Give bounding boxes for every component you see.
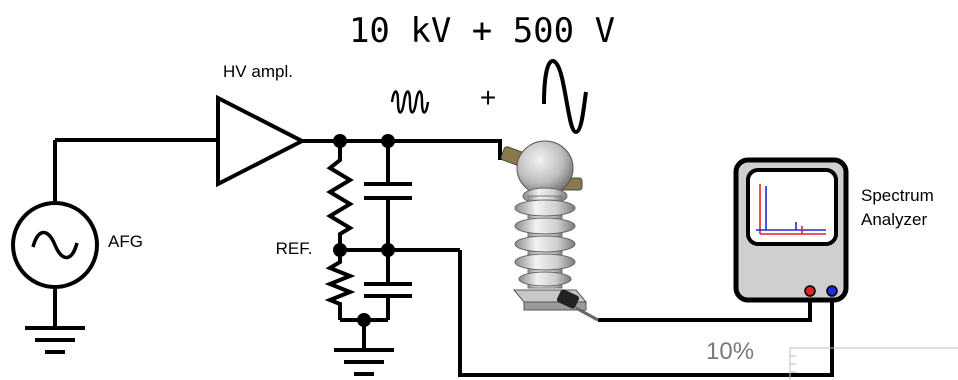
ref-label: REF. (276, 239, 313, 258)
hv-amplifier-label: HV ampl. (223, 62, 293, 81)
lf-sine-icon (542, 58, 588, 135)
plus-sign: + (480, 82, 496, 113)
afg-label: AFG (108, 232, 143, 251)
red-input-connector (804, 285, 816, 297)
ground-icon (25, 326, 85, 354)
triangle-amplifier-icon (216, 94, 307, 188)
percent-label: 10% (706, 338, 754, 365)
afg-source-icon (11, 138, 218, 328)
spectrum-label-line1: Spectrum (861, 186, 934, 205)
ground-icon (334, 348, 394, 376)
blue-input-connector (826, 285, 838, 297)
hv-insulator-sensor-icon (500, 140, 599, 322)
spectrum-analyzer-icon (733, 157, 849, 303)
hf-signal-icon (390, 90, 430, 114)
ruler-ticks-icon (789, 347, 958, 380)
spectrum-label-line2: Analyzer (861, 210, 927, 229)
resistor-icon (326, 141, 354, 250)
capacitor-icon (364, 141, 412, 250)
capacitor-icon (364, 250, 412, 320)
voltage-title: 10 kV + 500 V (349, 11, 615, 51)
resistor-icon (324, 250, 356, 320)
